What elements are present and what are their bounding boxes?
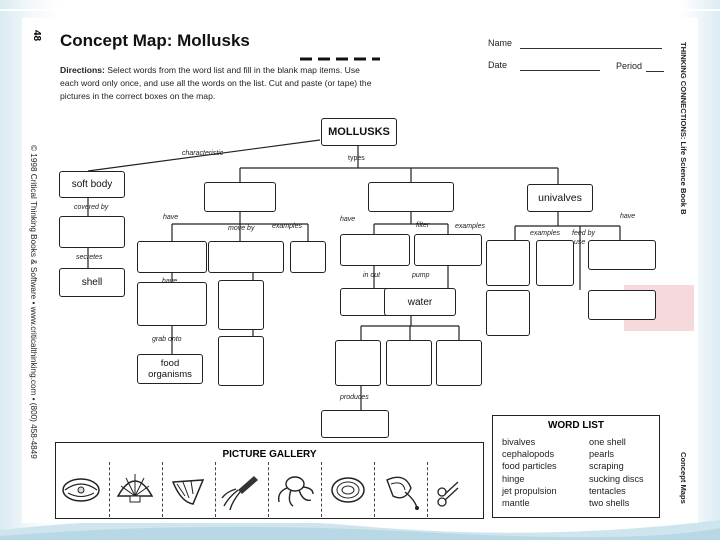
- link-use: use: [574, 239, 586, 246]
- link-have-sub: have: [162, 278, 178, 285]
- word-list-panel: WORD LIST bivalves cephalopods food part…: [492, 415, 660, 518]
- link-types: types: [348, 155, 365, 162]
- map-blank-feed-by[interactable]: [588, 290, 656, 320]
- map-picture-box-1[interactable]: [218, 280, 264, 330]
- map-blank-type-2[interactable]: [368, 182, 454, 212]
- slide-top-line: [0, 9, 720, 11]
- link-pump: pump: [412, 272, 430, 279]
- gallery-item-snail[interactable]: [374, 462, 425, 517]
- gallery-item-octopus[interactable]: [268, 462, 319, 517]
- map-blank-filter[interactable]: [414, 234, 482, 266]
- map-blank-produces[interactable]: [321, 410, 389, 438]
- directions-text: Directions: Select words from the word l…: [60, 65, 372, 101]
- picture-gallery-title: PICTURE GALLERY: [222, 449, 317, 460]
- word-item: sucking discs: [589, 473, 644, 484]
- word-item: hinge: [502, 473, 525, 484]
- period-label: Period: [616, 61, 643, 71]
- gallery-item-scissors[interactable]: [427, 462, 483, 517]
- gallery-item-oyster[interactable]: [321, 462, 372, 517]
- map-blank-have-mid[interactable]: [340, 234, 410, 266]
- page-title: Concept Map: Mollusks: [60, 31, 250, 50]
- word-item: pearls: [589, 449, 615, 460]
- map-blank-covered-by[interactable]: [59, 216, 125, 248]
- word-item: mantle: [502, 498, 530, 509]
- link-characteristic: characteristic: [182, 150, 224, 157]
- snail-icon: [386, 476, 419, 510]
- link-examples-left: examples: [272, 223, 302, 230]
- link-filter: filter: [416, 222, 430, 229]
- gallery-item-conch[interactable]: [162, 462, 213, 517]
- map-blank-have-sub[interactable]: [137, 282, 207, 326]
- map-blank-examples-left[interactable]: [290, 241, 326, 273]
- word-list-column-1: bivalves cephalopods food particles hing…: [502, 436, 557, 509]
- link-have-right: have: [620, 213, 636, 220]
- map-food-organisms: food organisms: [137, 354, 203, 384]
- name-line[interactable]: [520, 48, 662, 49]
- title-dashes: [300, 57, 380, 61]
- word-list-column-2: one shell pearls scraping sucking discs …: [589, 436, 644, 509]
- map-picture-box-4[interactable]: [386, 340, 432, 386]
- link-produces: produces: [340, 394, 369, 401]
- link-grab-onto: grab onto: [152, 336, 182, 343]
- scissors-icon: [437, 481, 459, 507]
- word-item: jet propulsion: [502, 485, 557, 496]
- squid-icon: [221, 476, 258, 511]
- map-shell: shell: [59, 268, 125, 297]
- map-picture-box-6[interactable]: [486, 240, 530, 286]
- map-blank-have-right[interactable]: [588, 240, 656, 270]
- word-item: food particles: [502, 461, 557, 472]
- date-line[interactable]: [520, 70, 600, 71]
- picture-gallery-panel: PICTURE GALLERY: [55, 442, 484, 519]
- link-move-by: move by: [228, 225, 255, 232]
- map-picture-box-2[interactable]: [218, 336, 264, 386]
- map-blank-examples-right[interactable]: [536, 240, 574, 286]
- name-label: Name: [488, 38, 513, 48]
- word-list-title: WORD LIST: [547, 420, 605, 431]
- link-have-left: have: [163, 214, 179, 221]
- gallery-item-scallop[interactable]: [109, 462, 160, 517]
- map-soft-body: soft body: [59, 171, 125, 198]
- link-secretes: secretes: [76, 254, 103, 261]
- map-blank-type-1[interactable]: [204, 182, 276, 212]
- word-item: tentacles: [589, 485, 626, 496]
- link-examples-mid: examples: [455, 223, 485, 230]
- clam-icon: [62, 478, 100, 502]
- map-univalves: univalves: [527, 184, 593, 212]
- word-item: two shells: [589, 498, 630, 509]
- map-picture-box-7[interactable]: [486, 290, 530, 336]
- oyster-icon: [331, 477, 365, 503]
- map-blank-move-by[interactable]: [208, 241, 284, 273]
- octopus-icon: [277, 476, 314, 507]
- word-item: one shell: [589, 437, 626, 447]
- link-have-mid: have: [340, 216, 356, 223]
- map-picture-box-3[interactable]: [335, 340, 381, 386]
- date-label: Date: [488, 60, 508, 70]
- scallop-icon: [116, 474, 154, 503]
- gallery-item-clam[interactable]: [56, 462, 107, 517]
- conch-icon: [171, 479, 205, 505]
- word-item: bivalves: [502, 437, 536, 447]
- link-examples-right: examples: [530, 230, 560, 237]
- word-item: cephalopods: [502, 449, 555, 460]
- period-line[interactable]: [646, 71, 664, 72]
- link-feed-by: feed by: [572, 230, 595, 237]
- slide-bottom-wave: [0, 518, 720, 540]
- map-blank-have-left[interactable]: [137, 241, 207, 273]
- gallery-item-squid[interactable]: [215, 462, 266, 517]
- map-water: water: [384, 288, 456, 316]
- map-root-mollusks: MOLLUSKS: [321, 118, 397, 146]
- link-covered-by: covered by: [74, 204, 109, 211]
- map-picture-box-5[interactable]: [436, 340, 482, 386]
- link-in-out: in out: [363, 272, 381, 279]
- word-item: scraping: [589, 461, 624, 472]
